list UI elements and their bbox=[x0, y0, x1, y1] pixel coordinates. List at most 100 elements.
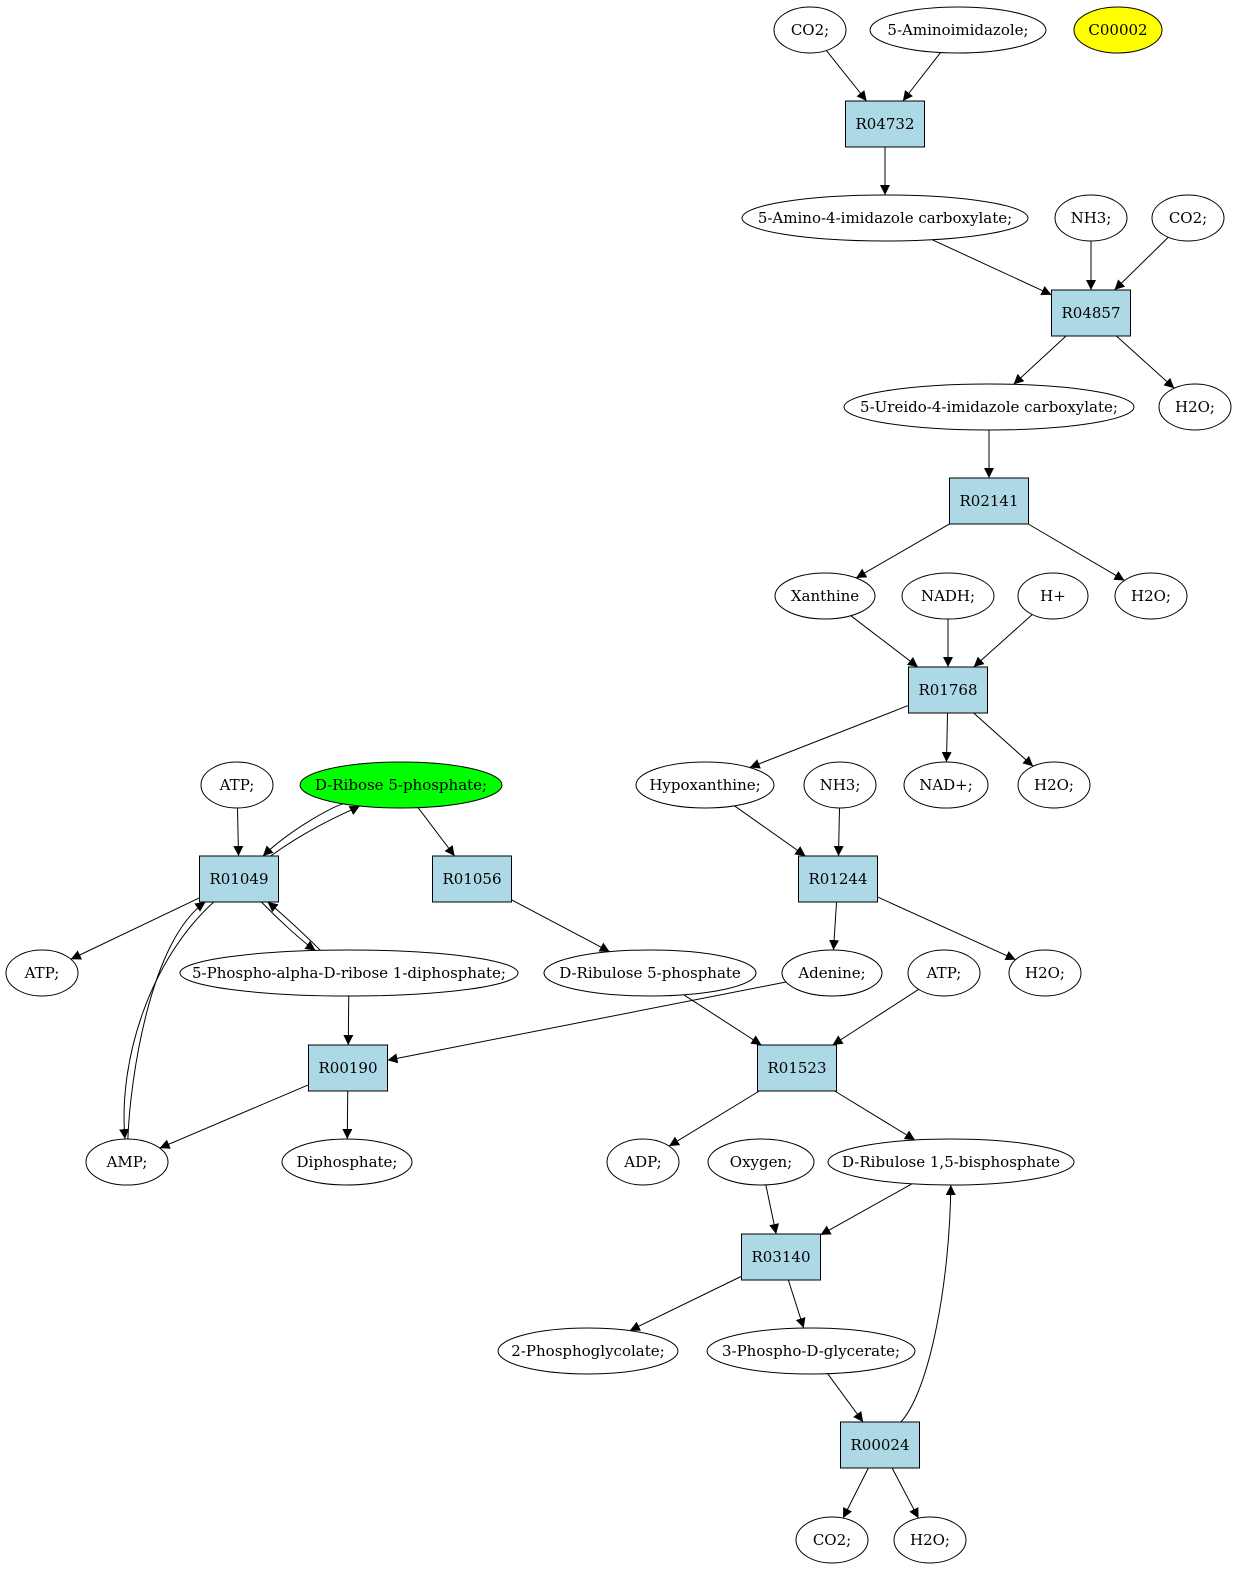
metabolite-shape bbox=[635, 761, 775, 809]
edge-r01768-to-nadplus bbox=[941, 712, 952, 763]
reaction-box bbox=[308, 1044, 388, 1092]
metabolite-node-xanthine[interactable]: Xanthine bbox=[774, 572, 876, 620]
metabolite-node-rubp[interactable]: D-Ribulose 1,5-bisphosphate bbox=[827, 1138, 1075, 1186]
reaction-node-r01244[interactable]: R01244 bbox=[798, 855, 878, 903]
reaction-node-r01768[interactable]: R01768 bbox=[908, 666, 988, 714]
metabolite-shape bbox=[706, 1327, 916, 1375]
metabolite-shape bbox=[843, 383, 1135, 431]
metabolite-node-atp_b[interactable]: ATP; bbox=[5, 949, 79, 997]
edge-r5p-to-r01056 bbox=[417, 807, 456, 857]
edge-r00024-to-h2o_e bbox=[891, 1467, 919, 1519]
metabolite-shape bbox=[1017, 761, 1091, 809]
metabolite-label: 5-Phospho-alpha-D-ribose 1-diphosphate; bbox=[192, 964, 506, 982]
metabolite-node-co2_b[interactable]: CO2; bbox=[1151, 194, 1225, 242]
metabolite-node-hypoxanthine[interactable]: Hypoxanthine; bbox=[635, 761, 775, 809]
edge-r01523-to-rubp bbox=[834, 1090, 916, 1141]
edge-aminoimidazole-to-r04732 bbox=[902, 52, 941, 102]
edge-ru5p-to-r01523 bbox=[683, 994, 762, 1046]
metabolite-node-r5p[interactable]: D-Ribose 5-phosphate; bbox=[299, 761, 503, 809]
metabolite-node-phosphoglycolate[interactable]: 2-Phosphoglycolate; bbox=[497, 1327, 679, 1375]
metabolite-label: D-Ribulose 1,5-bisphosphate bbox=[842, 1153, 1060, 1171]
reaction-node-r04857[interactable]: R04857 bbox=[1051, 289, 1131, 337]
metabolite-label: H2O; bbox=[1025, 964, 1065, 982]
edge-amp-to-r01049 bbox=[127, 901, 206, 1140]
edge-rubp-to-r03140 bbox=[820, 1183, 913, 1236]
metabolite-shape bbox=[1073, 6, 1163, 54]
edge-r5p-to-r01049 bbox=[262, 803, 344, 857]
edge-oxygen-to-r03140 bbox=[765, 1184, 779, 1235]
metabolite-label: Xanthine bbox=[791, 587, 859, 605]
metabolite-label: Hypoxanthine; bbox=[649, 776, 760, 794]
metabolite-node-hplus[interactable]: H+ bbox=[1017, 572, 1089, 620]
metabolite-node-h2o_b[interactable]: H2O; bbox=[1114, 572, 1188, 620]
edge-r00024-to-co2_c bbox=[842, 1467, 869, 1519]
metabolite-node-h2o_c[interactable]: H2O; bbox=[1017, 761, 1091, 809]
edge-co2_a-to-r04732 bbox=[825, 50, 868, 102]
metabolite-node-aminoimidazole[interactable]: 5-Aminoimidazole; bbox=[869, 6, 1047, 54]
metabolite-node-adp[interactable]: ADP; bbox=[606, 1138, 680, 1186]
metabolite-node-nadh[interactable]: NADH; bbox=[901, 572, 995, 620]
reaction-node-r01049[interactable]: R01049 bbox=[199, 855, 279, 903]
reaction-node-r01523[interactable]: R01523 bbox=[757, 1044, 837, 1092]
reaction-node-r02141[interactable]: R02141 bbox=[949, 477, 1029, 525]
reaction-node-r03140[interactable]: R03140 bbox=[741, 1233, 821, 1281]
metabolite-label: H2O; bbox=[1131, 587, 1171, 605]
metabolite-node-nh3_b[interactable]: NH3; bbox=[803, 761, 877, 809]
metabolite-shape bbox=[893, 1516, 967, 1564]
metabolite-node-aica[interactable]: 5-Amino-4-imidazole carboxylate; bbox=[741, 194, 1029, 242]
edge-prpp-to-r00190 bbox=[343, 995, 354, 1046]
metabolite-node-atp_a[interactable]: ATP; bbox=[200, 761, 274, 809]
edge-r01049-to-atp_b bbox=[70, 897, 200, 960]
metabolite-shape bbox=[901, 572, 995, 620]
metabolite-node-ureido[interactable]: 5-Ureido-4-imidazole carboxylate; bbox=[843, 383, 1135, 431]
reaction-box bbox=[908, 666, 988, 714]
edges-layer bbox=[70, 50, 1175, 1519]
reaction-box bbox=[199, 855, 279, 903]
metabolite-node-amp[interactable]: AMP; bbox=[85, 1138, 169, 1186]
metabolite-node-co2_c[interactable]: CO2; bbox=[795, 1516, 869, 1564]
reaction-label: R04857 bbox=[1061, 304, 1120, 322]
metabolite-node-diphosphate[interactable]: Diphosphate; bbox=[281, 1138, 413, 1186]
metabolite-node-h2o_e[interactable]: H2O; bbox=[893, 1516, 967, 1564]
metabolite-shape bbox=[299, 761, 503, 809]
metabolite-node-h2o_d[interactable]: H2O; bbox=[1008, 949, 1082, 997]
metabolite-node-h2o_a[interactable]: H2O; bbox=[1158, 383, 1232, 431]
metabolite-shape bbox=[85, 1138, 169, 1186]
metabolite-node-pga[interactable]: 3-Phospho-D-glycerate; bbox=[706, 1327, 916, 1375]
metabolite-shape bbox=[774, 572, 876, 620]
reaction-box bbox=[845, 100, 925, 148]
metabolite-node-ru5p[interactable]: D-Ribulose 5-phosphate bbox=[543, 949, 757, 997]
edge-r03140-to-phosphoglycolate bbox=[629, 1275, 742, 1332]
metabolite-node-oxygen[interactable]: Oxygen; bbox=[707, 1138, 815, 1186]
metabolite-label: CO2; bbox=[1169, 209, 1207, 227]
metabolite-shape bbox=[795, 1516, 869, 1564]
metabolite-label: H2O; bbox=[1034, 776, 1074, 794]
reaction-node-r00024[interactable]: R00024 bbox=[840, 1421, 920, 1469]
reaction-box bbox=[757, 1044, 837, 1092]
edge-r04857-to-h2o_a bbox=[1116, 335, 1175, 389]
edge-r01768-to-h2o_c bbox=[973, 712, 1034, 767]
metabolite-label: Adenine; bbox=[797, 964, 865, 982]
edge-r01244-to-h2o_d bbox=[877, 896, 1016, 961]
edge-hypoxanthine-to-r01244 bbox=[734, 805, 806, 857]
reaction-node-r04732[interactable]: R04732 bbox=[845, 100, 925, 148]
reaction-node-r01056[interactable]: R01056 bbox=[432, 855, 512, 903]
metabolite-node-co2_a[interactable]: CO2; bbox=[773, 6, 847, 54]
reaction-label: R04732 bbox=[855, 115, 914, 133]
edge-r01049-to-r5p bbox=[270, 805, 361, 857]
metabolite-node-nadplus[interactable]: NAD+; bbox=[903, 761, 989, 809]
metabolite-node-c00002[interactable]: C00002 bbox=[1073, 6, 1163, 54]
edge-r02141-to-h2o_b bbox=[1027, 523, 1125, 581]
metabolite-node-adenine[interactable]: Adenine; bbox=[781, 949, 883, 997]
metabolite-node-prpp[interactable]: 5-Phospho-alpha-D-ribose 1-diphosphate; bbox=[179, 949, 519, 997]
edge-nh3_b-to-r01244 bbox=[833, 807, 844, 857]
metabolite-shape bbox=[869, 6, 1047, 54]
reaction-node-r00190[interactable]: R00190 bbox=[308, 1044, 388, 1092]
metabolite-label: 5-Ureido-4-imidazole carboxylate; bbox=[860, 398, 1118, 416]
metabolite-node-atp_c[interactable]: ATP; bbox=[907, 949, 981, 997]
metabolite-label: NH3; bbox=[820, 776, 861, 794]
reaction-box bbox=[840, 1421, 920, 1469]
reaction-label: R01049 bbox=[209, 870, 268, 888]
edge-prpp-to-r01049 bbox=[267, 901, 321, 951]
metabolite-node-nh3_a[interactable]: NH3; bbox=[1054, 194, 1128, 242]
